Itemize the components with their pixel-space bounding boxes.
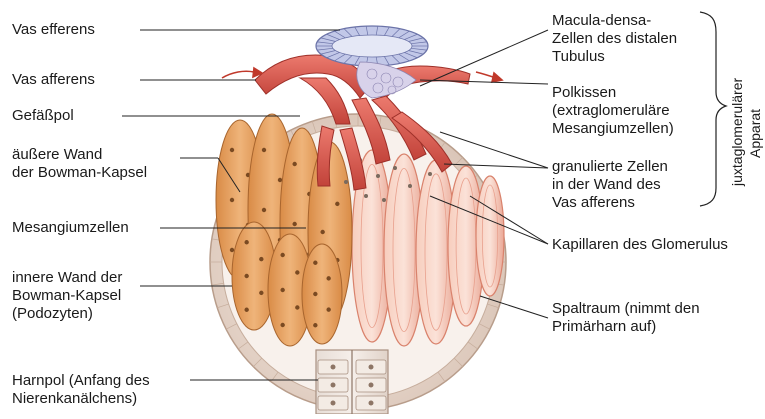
label-harnpol: Harnpol (Anfang des Nierenkanälchens) [12, 372, 150, 408]
podocyte-lobe [302, 244, 342, 344]
label-mesangiumzellen: Mesangiumzellen [12, 219, 129, 237]
label-gefaesspol: Gefäßpol [12, 107, 74, 125]
label-macula-densa: Macula-densa- Zellen des distalen Tubulu… [552, 12, 677, 66]
label-kapillaren: Kapillaren des Glomerulus [552, 236, 728, 254]
jga-bracket [700, 12, 726, 206]
label-vas-afferens: Vas afferens [12, 71, 95, 89]
macula-densa [316, 26, 428, 66]
label-vas-efferens: Vas efferens [12, 21, 95, 39]
label-granulierte-zellen: granulierte Zellen in der Wand des Vas a… [552, 158, 668, 212]
label-spaltraum: Spaltraum (nimmt den Primärharn auf) [552, 300, 700, 336]
label-aeussere-wand: äußere Wand der Bowman-Kapsel [12, 146, 147, 182]
harnpol-tubule [316, 350, 388, 414]
label-innere-wand: innere Wand der Bowman-Kapsel (Podozyten… [12, 269, 122, 323]
capillary-loop [476, 176, 504, 296]
label-polkissen: Polkissen (extraglomeruläre Mesangiumzel… [552, 84, 674, 138]
